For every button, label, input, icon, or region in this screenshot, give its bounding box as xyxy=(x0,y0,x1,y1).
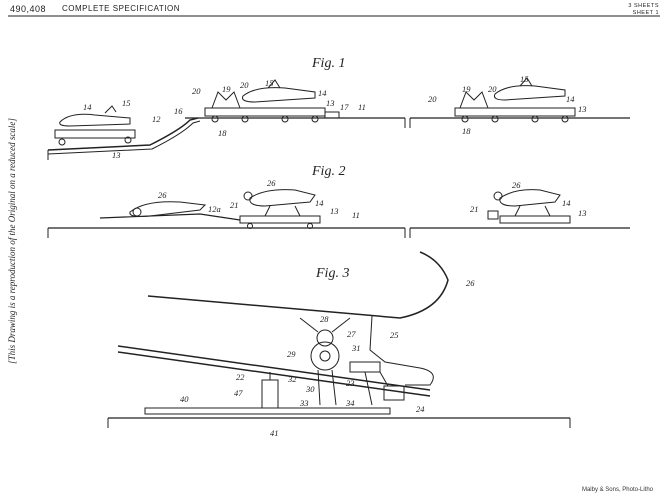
fig-2-left-numerals: 26 12a 21 26 14 13 11 xyxy=(158,178,360,220)
fig-3-numerals: 26 28 27 25 31 29 22 32 30 23 47 33 34 2… xyxy=(180,278,475,438)
ref-22: 22 xyxy=(236,372,245,382)
ref-18: 18 xyxy=(218,128,227,138)
fig-2-left-drawing xyxy=(47,189,406,238)
ref-23: 23 xyxy=(346,378,355,388)
ref-14e: 14 xyxy=(562,198,571,208)
ref-21a: 21 xyxy=(230,200,239,210)
ref-24: 24 xyxy=(416,404,425,414)
ref-16: 16 xyxy=(174,106,183,116)
ref-13c: 13 xyxy=(578,104,587,114)
ref-18b: 18 xyxy=(462,126,471,136)
sheet-info: 3 SHEETS SHEET 1 xyxy=(628,3,659,16)
ref-11: 11 xyxy=(358,102,366,112)
patent-number: 490,408 xyxy=(10,4,47,14)
fig-1-right-numerals: 20 19 20 15 14 13 18 xyxy=(428,74,587,136)
ref-19: 19 xyxy=(222,84,231,94)
ref-26c: 26 xyxy=(512,180,521,190)
ref-34: 34 xyxy=(345,398,355,408)
ref-13d: 13 xyxy=(330,206,339,216)
ref-19b: 19 xyxy=(462,84,471,94)
ref-11b: 11 xyxy=(352,210,360,220)
ref-25: 25 xyxy=(390,330,399,340)
fig-1-left-numerals: 14 15 12 16 13 20 19 20 15 14 13 17 11 1… xyxy=(83,78,366,160)
fig-1-left-drawing xyxy=(47,79,406,160)
ref-26d: 26 xyxy=(466,278,475,288)
printer-credit: Malby & Sons, Photo-Litho xyxy=(581,487,653,493)
ref-15b: 15 xyxy=(265,78,274,88)
specification-title: COMPLETE SPECIFICATION xyxy=(62,4,180,13)
ref-26b: 26 xyxy=(267,178,276,188)
ref-14b: 14 xyxy=(318,88,327,98)
ref-12: 12 xyxy=(152,114,161,124)
ref-20b: 20 xyxy=(240,80,249,90)
ref-47: 47 xyxy=(234,388,243,398)
sheets-count: 3 SHEETS xyxy=(628,3,659,9)
ref-21b: 21 xyxy=(470,204,479,214)
ref-20c: 20 xyxy=(428,94,437,104)
fig-2-right-numerals: 26 21 14 13 xyxy=(470,180,587,218)
ref-15: 15 xyxy=(122,98,131,108)
ref-13e: 13 xyxy=(578,208,587,218)
fig-3-drawing xyxy=(107,251,571,428)
ref-41: 41 xyxy=(270,428,279,438)
ref-12a: 12a xyxy=(208,204,221,214)
ref-13: 13 xyxy=(112,150,121,160)
ref-17: 17 xyxy=(340,102,349,112)
ref-31: 31 xyxy=(351,343,361,353)
ref-14c: 14 xyxy=(566,94,575,104)
ref-40: 40 xyxy=(180,394,189,404)
ref-30: 30 xyxy=(305,384,315,394)
ref-26a: 26 xyxy=(158,190,167,200)
ref-27: 27 xyxy=(347,329,356,339)
ref-33: 33 xyxy=(299,398,309,408)
fig-1-label: Fig. 1 xyxy=(312,56,346,71)
ref-32: 32 xyxy=(287,374,297,384)
fig-1-right-drawing xyxy=(409,77,630,128)
sheet-number: SHEET 1 xyxy=(632,9,659,16)
ref-20d: 20 xyxy=(488,84,497,94)
ref-13b: 13 xyxy=(326,98,335,108)
fig-2-right-drawing xyxy=(409,189,630,238)
ref-20a: 20 xyxy=(192,86,201,96)
fig-2-label: Fig. 2 xyxy=(312,164,346,179)
fig-3-label: Fig. 3 xyxy=(316,266,350,281)
ref-14d: 14 xyxy=(315,198,324,208)
ref-29: 29 xyxy=(287,349,296,359)
ref-28: 28 xyxy=(320,314,329,324)
ref-15c: 15 xyxy=(520,74,529,84)
ref-14: 14 xyxy=(83,102,92,112)
